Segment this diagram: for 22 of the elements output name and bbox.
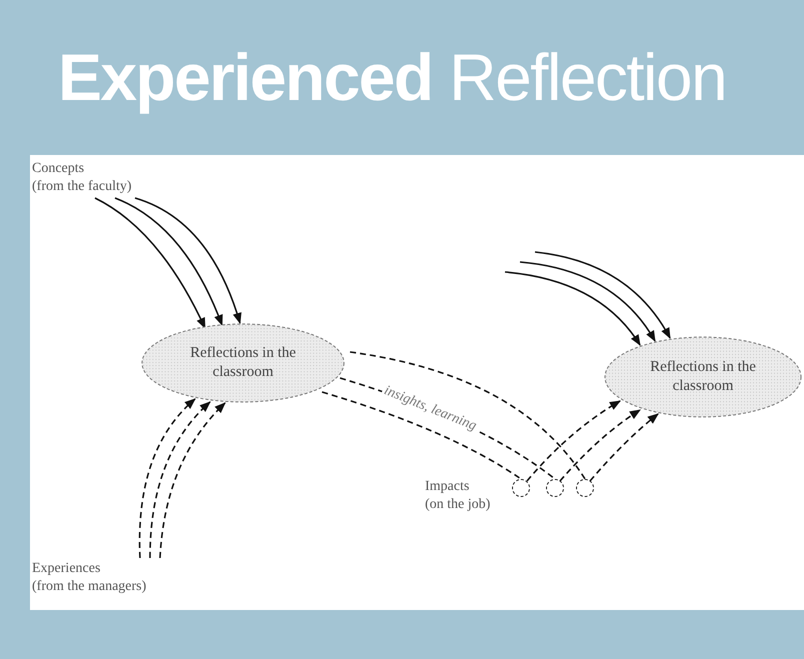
node-heading: Impacts [425,478,470,496]
node-subtext: (on the job) [425,496,490,514]
arrow [520,261,656,342]
arrow [114,197,223,326]
ellipse-node [140,322,346,404]
arrow [134,197,242,324]
dashed-arrow [159,402,226,558]
node-heading: Concepts [32,160,84,178]
arrow [504,271,641,346]
node-subtext: (from the faculty) [32,178,132,196]
ellipse-node [603,335,803,419]
node-text: Reflections in the classroom [190,344,296,382]
dashed-arrow [559,409,641,482]
dashed-arrow [149,401,211,558]
dashed-arrow [138,398,196,558]
dashed-arrow [589,413,659,482]
dashed-arrow [526,400,621,482]
node-text: Reflections in the classroom [650,358,756,396]
arrow [94,197,206,329]
node-heading: Experiences [32,560,100,578]
node-subtext: (from the managers) [32,578,146,596]
arrow [534,251,671,339]
